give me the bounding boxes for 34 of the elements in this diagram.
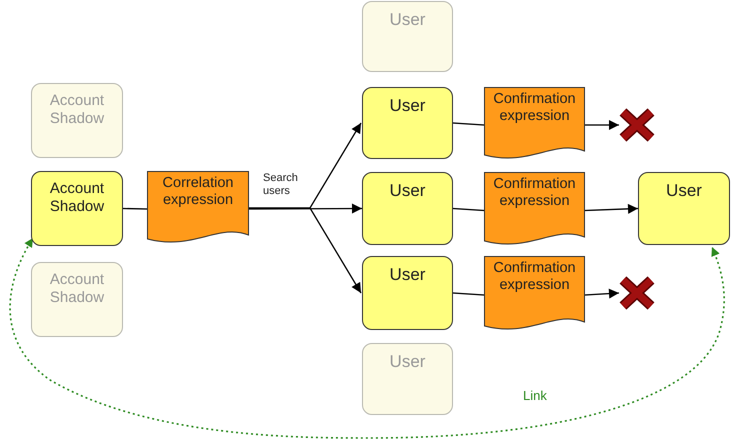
cross-icon: [619, 276, 655, 310]
node-label: User: [390, 265, 426, 286]
node-box: [31, 171, 123, 246]
node-label: User: [666, 181, 702, 202]
dotted-arrow: [9, 238, 725, 439]
connector-line: [452, 122, 484, 126]
node-label: Confirmation expression: [492, 260, 577, 295]
faded-node-box: [31, 83, 123, 158]
arrow: [249, 204, 362, 214]
arrow: [585, 120, 619, 130]
node-label: Account Shadow: [48, 271, 106, 307]
node-label: User: [390, 96, 426, 116]
cross-icon: [619, 108, 655, 142]
node-label: User: [390, 181, 426, 202]
node-label: Correlation expression: [162, 175, 234, 210]
connector-line: [122, 208, 148, 210]
node-label: Account Shadow: [48, 92, 106, 128]
node-box: [362, 256, 453, 330]
arrow: [584, 204, 638, 214]
node-box: [638, 172, 730, 245]
arrow: [249, 207, 362, 294]
connector-line: [452, 208, 484, 212]
connector-line: [452, 292, 484, 296]
faded-node-box: [31, 262, 123, 337]
faded-node-box: [362, 1, 453, 72]
arrow: [584, 288, 620, 299]
node-label: Confirmation expression: [492, 91, 577, 126]
node-box: [362, 172, 453, 245]
node-label: User: [390, 10, 426, 30]
faded-node-box: [362, 343, 453, 415]
node-label: User: [390, 352, 426, 372]
node-box: [362, 87, 453, 159]
node-label: Account Shadow: [48, 180, 106, 216]
node-label: Confirmation expression: [492, 176, 577, 211]
